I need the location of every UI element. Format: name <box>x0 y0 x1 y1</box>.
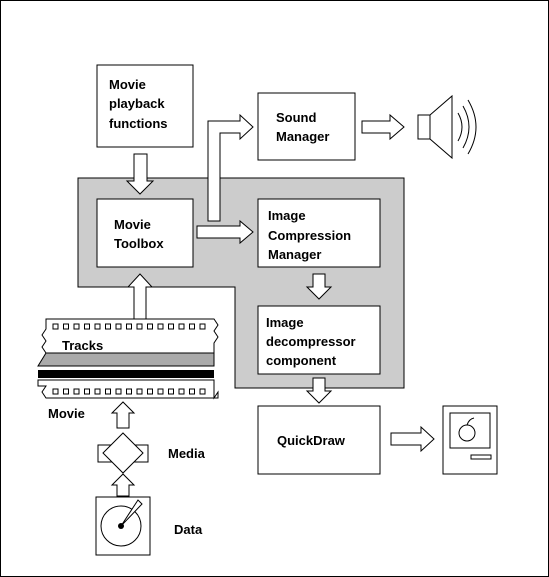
film-sprocket-hole <box>189 323 195 330</box>
film-sprocket-hole <box>147 388 153 395</box>
arrow-sound-to-speaker <box>361 113 405 141</box>
film-sprocket-hole <box>94 388 101 395</box>
film-sprocket-hole <box>73 323 80 330</box>
film-strip-icon <box>37 318 219 400</box>
film-sprocket-hole <box>105 388 111 395</box>
image-compression-manager-box: Image Compression Manager <box>257 198 381 268</box>
movie-toolbox-box: Movie Toolbox <box>96 198 194 268</box>
arrow-toolbox-to-sound <box>207 113 254 222</box>
film-sprocket-hole <box>52 323 59 330</box>
image-decompressor-box: Image decompressor component <box>257 305 381 375</box>
film-sprocket-hole <box>63 388 69 395</box>
tracks-label: Tracks <box>62 338 103 353</box>
media-label: Media <box>168 446 206 461</box>
sound-manager-box: Sound Manager <box>257 92 356 161</box>
movie-playback-label: Movie playback functions <box>109 77 168 131</box>
image-compression-manager-label: Image Compression Manager <box>268 208 355 262</box>
film-sprocket-hole <box>136 323 143 330</box>
film-sprocket-hole <box>115 388 122 395</box>
film-sprocket-hole <box>105 323 111 330</box>
arrow-icm-to-decompressor <box>305 273 333 300</box>
quickdraw-box: QuickDraw <box>257 405 381 475</box>
arrow-quickdraw-to-computer <box>390 425 435 453</box>
film-sprocket-hole <box>178 323 185 330</box>
film-stripe-gray <box>37 352 215 367</box>
disk-icon <box>95 496 151 556</box>
film-sprocket-hole <box>94 323 101 330</box>
movie-playback-box: Movie playback functions <box>96 64 194 148</box>
film-holes-top <box>52 323 206 330</box>
arrow-data-to-media <box>110 473 136 497</box>
arrow-toolbox-to-icm <box>196 219 254 245</box>
movie-toolbox-label: Movie Toolbox <box>114 217 164 251</box>
film-sprocket-hole <box>84 323 90 330</box>
movie-label: Movie <box>48 406 85 421</box>
arrow-media-to-movie <box>110 401 136 429</box>
film-sprocket-hole <box>199 323 206 330</box>
film-stripe-black <box>38 370 214 378</box>
film-sprocket-hole <box>136 388 143 395</box>
image-decompressor-label: Image decompressor component <box>266 315 359 368</box>
film-sprocket-hole <box>157 323 164 330</box>
data-label: Data <box>174 522 203 537</box>
film-sprocket-hole <box>126 388 132 395</box>
quickdraw-label: QuickDraw <box>277 433 346 448</box>
speaker-icon <box>417 94 477 160</box>
arrow-tracks-to-toolbox <box>126 273 154 320</box>
film-sprocket-hole <box>73 388 80 395</box>
film-sprocket-hole <box>126 323 132 330</box>
film-sprocket-hole <box>199 388 206 395</box>
sound-manager-label: Sound Manager <box>276 110 329 144</box>
arrow-playback-to-toolbox <box>125 153 155 195</box>
film-sprocket-hole <box>189 388 195 395</box>
film-sprocket-hole <box>84 388 90 395</box>
film-sprocket-hole <box>168 388 174 395</box>
film-sprocket-hole <box>157 388 164 395</box>
film-sprocket-hole <box>52 388 59 395</box>
arrow-decompressor-to-quickdraw <box>305 377 333 404</box>
film-sprocket-hole <box>147 323 153 330</box>
film-holes-bottom <box>52 388 206 395</box>
film-sprocket-hole <box>63 323 69 330</box>
macintosh-computer-icon <box>442 405 498 475</box>
film-sprocket-hole <box>115 323 122 330</box>
media-diamond-icon <box>97 432 149 474</box>
film-sprocket-hole <box>178 388 185 395</box>
film-sprocket-hole <box>168 323 174 330</box>
